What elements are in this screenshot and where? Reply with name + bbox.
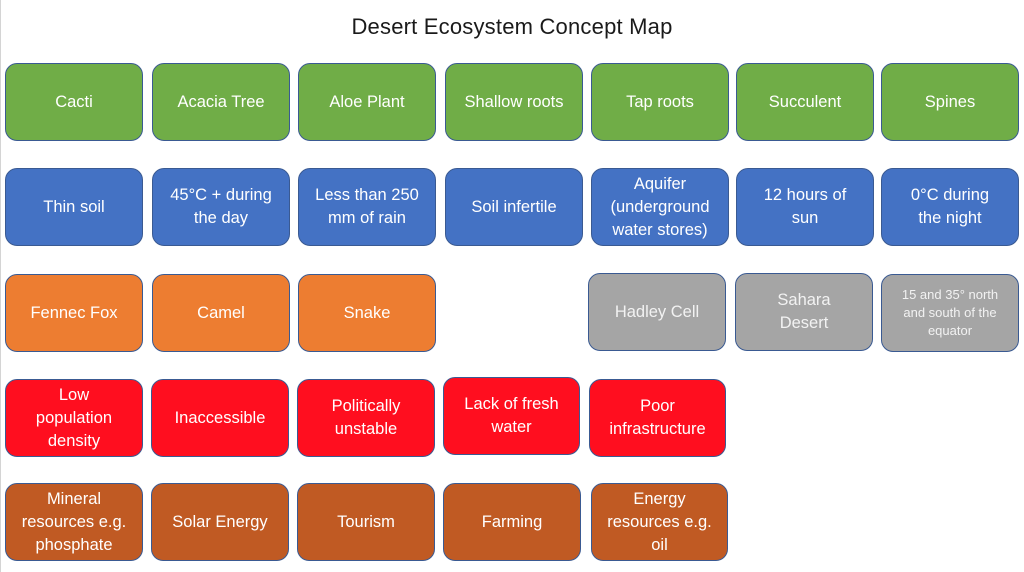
node-thin-soil[interactable]: Thin soil [5,168,143,246]
node-tourism[interactable]: Tourism [297,483,435,561]
node-45c-day[interactable]: 45°C + during the day [152,168,290,246]
node-0c-night[interactable]: 0°C during the night [881,168,1019,246]
node-camel[interactable]: Camel [152,274,290,352]
node-energy-resources[interactable]: Energy resources e.g. oil [591,483,728,561]
node-soil-infertile[interactable]: Soil infertile [445,168,583,246]
node-aquifer[interactable]: Aquifer (underground water stores) [591,168,729,246]
node-spines[interactable]: Spines [881,63,1019,141]
node-snake[interactable]: Snake [298,274,436,352]
node-succulent[interactable]: Succulent [736,63,874,141]
node-shallow-roots[interactable]: Shallow roots [445,63,583,141]
node-sahara-desert[interactable]: Sahara Desert [735,273,873,351]
node-farming[interactable]: Farming [443,483,581,561]
node-poor-infrastructure[interactable]: Poor infrastructure [589,379,726,457]
node-lack-of-fresh-water[interactable]: Lack of fresh water [443,377,580,455]
node-acacia-tree[interactable]: Acacia Tree [152,63,290,141]
node-politically-unstable[interactable]: Politically unstable [297,379,435,457]
slide-left-edge [0,0,1,572]
node-low-population-density[interactable]: Low population density [5,379,143,457]
page-title: Desert Ecosystem Concept Map [351,14,673,39]
node-latitude-range[interactable]: 15 and 35° north and south of the equato… [881,274,1019,352]
node-less-than-250mm-rain[interactable]: Less than 250 mm of rain [298,168,436,246]
node-cacti[interactable]: Cacti [5,63,143,141]
node-hadley-cell[interactable]: Hadley Cell [588,273,726,351]
node-solar-energy[interactable]: Solar Energy [151,483,289,561]
node-aloe-plant[interactable]: Aloe Plant [298,63,436,141]
node-tap-roots[interactable]: Tap roots [591,63,729,141]
node-inaccessible[interactable]: Inaccessible [151,379,289,457]
node-12-hours-sun[interactable]: 12 hours of sun [736,168,874,246]
node-mineral-resources[interactable]: Mineral resources e.g. phosphate [5,483,143,561]
node-fennec-fox[interactable]: Fennec Fox [5,274,143,352]
